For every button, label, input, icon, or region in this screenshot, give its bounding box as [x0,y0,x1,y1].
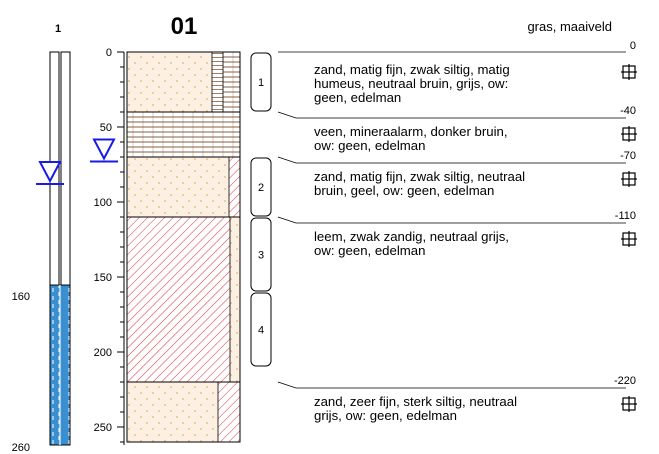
sample-label: 3 [258,250,264,262]
layer-description-line: bruin, geel, ow: geen, edelman [314,183,494,198]
layer-description-line: geen, edelman [314,90,401,105]
well-bottom-depth: 260 [12,442,30,454]
lithology-layer [127,156,240,217]
layer-description-line: humeus, neutraal bruin, grijs, ow: [314,76,508,91]
layer-description-line: grijs, ow: geen, edelman [314,408,457,423]
sample-label: 2 [258,182,264,194]
well-water-top-depth: 160 [12,291,30,303]
lithology-column [126,51,241,443]
layer-description-line: leem, zwak zandig, neutraal grijs, [314,229,509,244]
well-label: 1 [55,23,61,35]
groundwater-level-symbol [90,138,118,163]
layer-top-depth: -70 [620,150,636,162]
groundwater-levels [36,138,118,185]
layer-description-line: zand, matig fijn, zwak siltig, matig [314,62,510,77]
profile-title: 01 [171,13,198,40]
well-tube [49,51,71,446]
depth-tick-label: 150 [94,272,112,284]
sample-label: 4 [258,325,264,337]
layer-description-block: -70 zand, matig fijn, zwak siltig, neutra… [277,150,637,198]
depth-axis: 0 50 100 150 200 250 [94,47,125,445]
layer-description-line: zand, zeer fijn, sterk siltig, neutraal [314,394,517,409]
depth-tick-label: 0 [106,47,112,59]
depth-tick-label: 200 [94,347,112,359]
layer-top-depth: -110 [615,210,636,222]
sample-markers: 1 2 3 4 [250,52,272,367]
sample-label: 1 [258,77,264,89]
groundwater-level-symbol [36,161,64,185]
layer-description-block: -220 zand, zeer fijn, sterk siltig, neutr… [277,375,637,423]
layer-description-line: ow: geen, edelman [314,243,425,258]
depth-tick-label: 250 [94,422,112,434]
layer-descriptions: 0 zand, matig fijn, zwak siltig, matighum… [277,40,637,423]
depth-tick-label: 100 [94,197,112,209]
layer-top-depth: -40 [620,105,636,117]
lithology-layer [127,381,240,442]
sample-box: 1 [250,52,272,112]
layer-description-block: -40 veen, mineraalarm, donker bruin,ow: g… [277,105,637,153]
layer-description-block: -110 leem, zwak zandig, neutraal grijs,ow… [277,210,637,258]
sample-box: 2 [250,157,272,217]
surface-description: gras, maaiveld [527,19,612,34]
depth-tick-label: 50 [100,122,112,134]
sample-box: 3 [250,217,272,292]
layer-description-line: ow: geen, edelman [314,138,425,153]
layer-description-block: 0 zand, matig fijn, zwak siltig, matighum… [278,40,637,105]
layer-top-depth: -220 [614,375,636,387]
layer-top-depth: 0 [630,40,636,52]
lithology-layer [127,216,240,382]
layer-description-line: veen, mineraalarm, donker bruin, [314,124,508,139]
layer-description-line: zand, matig fijn, zwak siltig, neutraal [314,169,525,184]
sample-box: 4 [250,292,272,367]
lithology-layer [127,111,240,157]
lithology-layer [127,51,240,112]
